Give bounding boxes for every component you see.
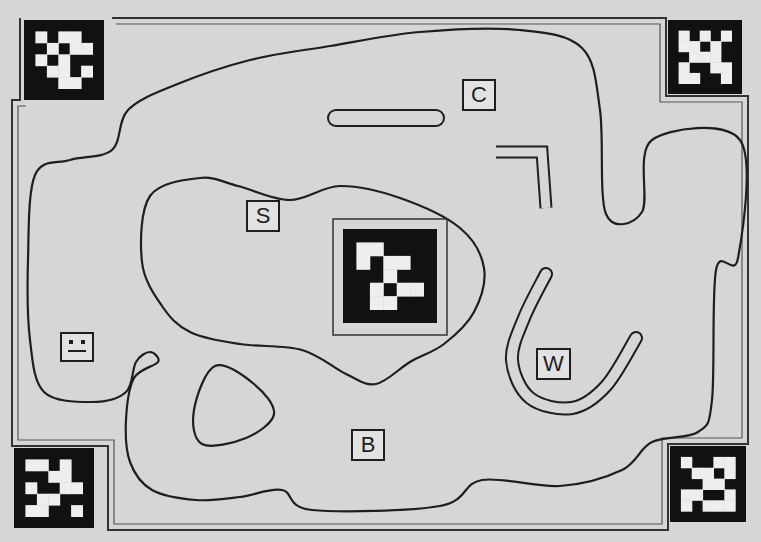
l-fill xyxy=(496,152,546,208)
center-marker-frame xyxy=(333,219,447,335)
location-box: C xyxy=(462,79,496,111)
location-letter: W xyxy=(543,353,564,375)
map-frame xyxy=(12,18,748,530)
location-box: B xyxy=(351,429,385,461)
aruco-markers xyxy=(14,20,746,528)
location-box: S xyxy=(246,200,280,232)
track-outline xyxy=(28,29,747,512)
location-letter: S xyxy=(256,205,271,227)
pill-obstacle xyxy=(336,109,436,127)
inner-island xyxy=(141,178,485,385)
center-marker xyxy=(343,229,437,323)
location-letter: C xyxy=(471,84,487,106)
u-fill xyxy=(512,274,636,409)
blob-obstacle xyxy=(193,365,274,446)
robot-icon xyxy=(61,333,93,361)
location-letter: B xyxy=(361,434,376,456)
l-obstacle xyxy=(496,152,546,208)
u-obstacle xyxy=(512,274,636,409)
location-box: W xyxy=(536,348,571,380)
pill-fill xyxy=(336,111,436,125)
